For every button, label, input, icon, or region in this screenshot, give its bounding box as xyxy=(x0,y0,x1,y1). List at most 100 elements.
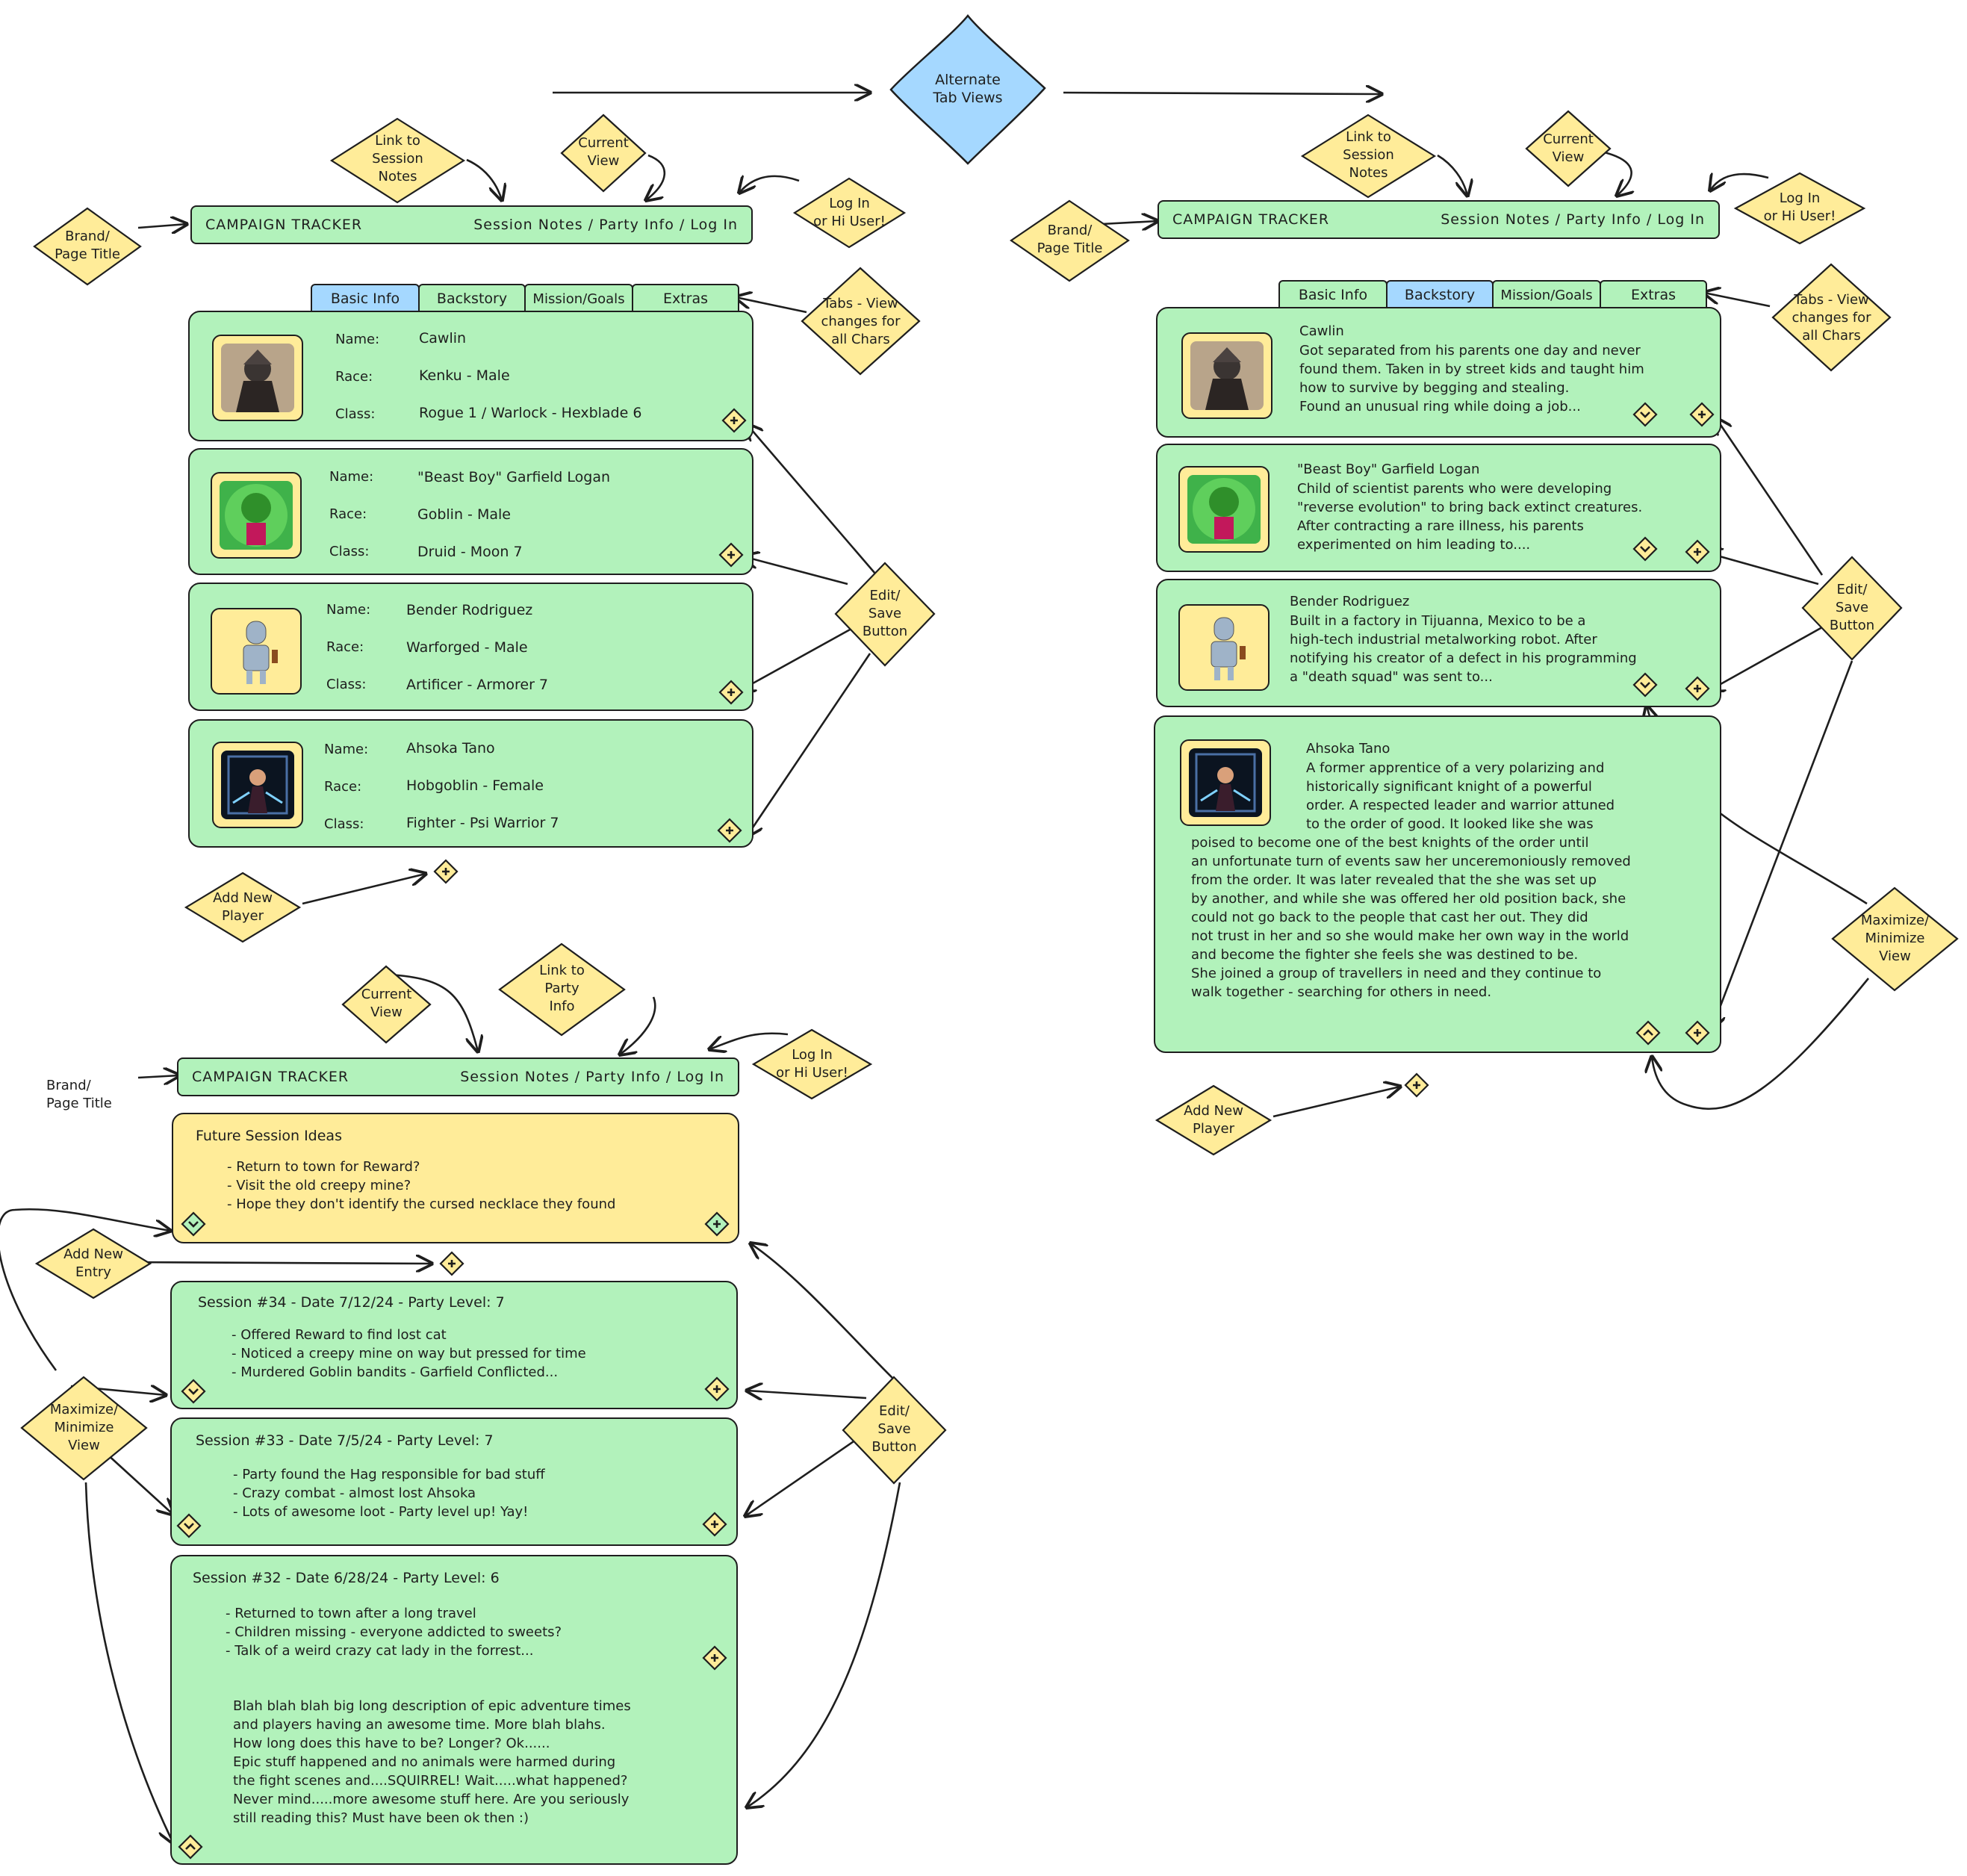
annotation-brand-page-title: Brand/ Page Title xyxy=(46,1078,112,1111)
expand-chevron-button[interactable] xyxy=(1632,402,1658,427)
chevron-up-icon xyxy=(178,1834,203,1860)
annotation-text: Maximize/ Minimize View xyxy=(49,1402,119,1453)
annotation-text: Tabs - View changes for all Chars xyxy=(1792,292,1871,344)
tab-mission-goals[interactable]: Mission/Goals xyxy=(524,284,633,314)
expand-chevron-button[interactable] xyxy=(181,1379,206,1404)
character-class: Fighter - Psi Warrior 7 xyxy=(406,815,559,831)
edit-save-button[interactable] xyxy=(1685,1020,1710,1046)
annotation-brand-page-title: Brand/ Page Title xyxy=(31,205,143,288)
nav-separator: / xyxy=(574,1069,581,1085)
annotation-text: Log In or Hi User! xyxy=(776,1047,848,1081)
edit-save-button[interactable] xyxy=(717,818,742,843)
nav-session-notes[interactable]: Session Notes xyxy=(1441,211,1550,228)
edit-save-button[interactable] xyxy=(721,408,747,433)
annotation-log-in: Log In or Hi User! xyxy=(792,176,907,250)
annotation-current-view: Current View xyxy=(1523,108,1613,189)
plus-icon xyxy=(718,542,744,568)
edit-save-button[interactable] xyxy=(704,1376,730,1402)
annotation-text: Current View xyxy=(1543,131,1594,165)
nav-party-info[interactable]: Party Info xyxy=(1566,211,1641,228)
character-name: "Beast Boy" Garfield Logan xyxy=(1297,462,1480,477)
character-name: Ahsoka Tano xyxy=(406,740,495,757)
chevron-down-icon xyxy=(176,1513,202,1538)
nav-log-in[interactable]: Log In xyxy=(690,217,738,233)
edit-save-button[interactable] xyxy=(702,1512,727,1537)
annotation-text: Tabs - View changes for all Chars xyxy=(821,296,901,347)
add-new-player-button[interactable] xyxy=(1404,1072,1429,1098)
nav-session-notes[interactable]: Session Notes xyxy=(473,217,583,233)
decision-diamond-shape xyxy=(889,13,1046,165)
edit-save-button[interactable] xyxy=(1689,402,1715,427)
character-race: Goblin - Male xyxy=(417,506,511,523)
character-backstory: Child of scientist parents who were deve… xyxy=(1297,481,1643,553)
avatar xyxy=(212,742,303,828)
nav-links: Session Notes / Party Info / Log In xyxy=(473,217,738,233)
nav-links: Session Notes / Party Info / Log In xyxy=(1441,211,1705,228)
green-goblin-kid-icon xyxy=(220,481,293,550)
annotation-log-in: Log In or Hi User! xyxy=(751,1027,874,1102)
annotation-tabs-view: Tabs - View changes for all Chars xyxy=(799,265,922,377)
edit-save-button[interactable] xyxy=(1685,539,1710,565)
nav-party-info[interactable]: Party Info xyxy=(599,217,674,233)
nav-log-in[interactable]: Log In xyxy=(1657,211,1705,228)
robot-icon xyxy=(1187,613,1261,682)
class-label: Class: xyxy=(324,816,364,832)
edit-save-button[interactable] xyxy=(718,680,744,705)
annotation-text: Current View xyxy=(578,135,629,169)
tab-backstory[interactable]: Backstory xyxy=(1386,280,1494,310)
edit-save-button[interactable] xyxy=(718,542,744,568)
name-label: Name: xyxy=(335,332,380,347)
tab-basic-info[interactable]: Basic Info xyxy=(311,284,420,314)
brand-title[interactable]: CAMPAIGN TRACKER xyxy=(192,1069,349,1085)
nav-session-notes[interactable]: Session Notes xyxy=(460,1069,570,1085)
brand-title[interactable]: CAMPAIGN TRACKER xyxy=(1172,211,1330,228)
tab-extras[interactable]: Extras xyxy=(632,284,739,314)
annotation-text: Add New Player xyxy=(213,890,273,924)
plus-icon xyxy=(702,1645,727,1671)
edit-save-button[interactable] xyxy=(1685,676,1710,701)
annotation-text: Add New Player xyxy=(1184,1103,1243,1137)
tab-bar-backstory: Basic Info Backstory Mission/Goals Extra… xyxy=(1278,280,1707,310)
tab-basic-info[interactable]: Basic Info xyxy=(1278,280,1388,310)
future-session-card: Future Session Ideas - Return to town fo… xyxy=(172,1113,739,1243)
expand-chevron-button[interactable] xyxy=(1632,536,1658,562)
add-new-entry-button[interactable] xyxy=(439,1251,464,1276)
character-class: Rogue 1 / Warlock - Hexblade 6 xyxy=(419,405,642,421)
name-label: Name: xyxy=(329,469,374,485)
annotation-text: Brand/ Page Title xyxy=(1037,223,1103,256)
alternate-tab-views-label: Alternate Tab Views xyxy=(933,72,1003,106)
annotation-text: Current View xyxy=(361,987,412,1020)
character-name: Cawlin xyxy=(1299,323,1344,339)
tab-mission-goals[interactable]: Mission/Goals xyxy=(1492,280,1601,310)
tab-backstory[interactable]: Backstory xyxy=(418,284,526,314)
edit-save-button[interactable] xyxy=(704,1211,730,1237)
collapse-chevron-button[interactable] xyxy=(1635,1020,1661,1046)
expand-chevron-button[interactable] xyxy=(176,1513,202,1538)
nav-separator: / xyxy=(1646,211,1653,228)
character-backstory-intro: A former apprentice of a very polarizing… xyxy=(1306,760,1615,832)
add-new-player-button[interactable] xyxy=(433,859,459,884)
nav-log-in[interactable]: Log In xyxy=(677,1069,724,1085)
class-label: Class: xyxy=(335,406,376,422)
session-items: - Returned to town after a long travel -… xyxy=(226,1606,562,1659)
edit-save-button[interactable] xyxy=(702,1645,727,1671)
chevron-down-icon xyxy=(181,1211,206,1237)
dark-warrior-icon xyxy=(221,751,294,819)
collapse-chevron-button[interactable] xyxy=(181,1211,206,1237)
session-title: Session #32 - Date 6/28/24 - Party Level… xyxy=(193,1570,500,1586)
character-backstory: Got separated from his parents one day a… xyxy=(1299,343,1644,414)
collapse-chevron-button[interactable] xyxy=(178,1834,203,1860)
plus-icon xyxy=(702,1512,727,1537)
expand-chevron-button[interactable] xyxy=(1632,672,1658,698)
annotation-add-new-player: Add New Player xyxy=(1154,1083,1273,1158)
tab-extras[interactable]: Extras xyxy=(1600,280,1707,310)
plus-icon xyxy=(433,859,459,884)
brand-title[interactable]: CAMPAIGN TRACKER xyxy=(205,217,363,233)
character-card: Name: Ahsoka Tano Race: Hobgoblin - Fema… xyxy=(188,719,753,848)
session-title: Session #34 - Date 7/12/24 - Party Level… xyxy=(198,1294,505,1311)
session-card: Session #33 - Date 7/5/24 - Party Level:… xyxy=(170,1417,738,1546)
character-race: Hobgoblin - Female xyxy=(406,777,544,794)
annotation-edit-save: Edit/ Save Button xyxy=(833,560,937,668)
nav-party-info[interactable]: Party Info xyxy=(585,1069,661,1085)
chevron-down-icon xyxy=(1632,402,1658,427)
